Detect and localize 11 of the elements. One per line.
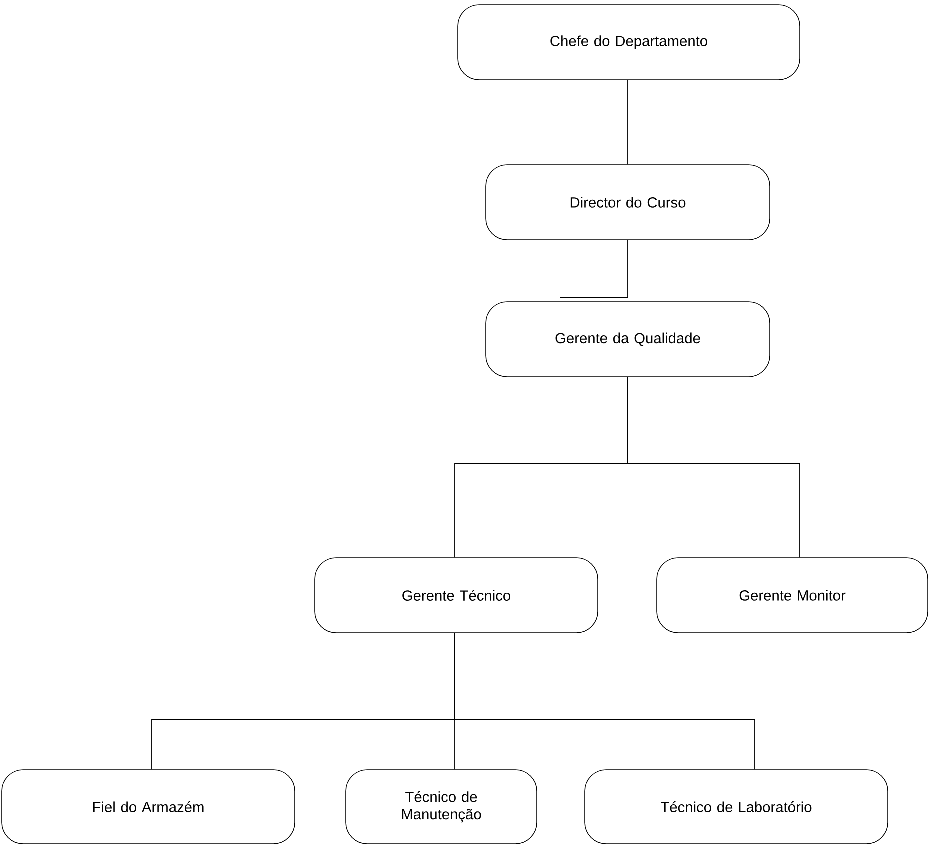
org-box: Técnico de Manutenção — [346, 770, 538, 844]
org-box: Fiel do Armazém — [2, 770, 296, 844]
connector-line — [454, 632, 756, 770]
org-box: Gerente da Qualidade — [486, 302, 770, 378]
org-box: Gerente Monitor — [656, 558, 928, 634]
connector-line — [560, 240, 628, 298]
org-box: Director do Curso — [486, 164, 770, 240]
org-box: Técnico de Laboratório — [584, 770, 888, 844]
org-box: Chefe do Departamento — [458, 4, 800, 80]
org-box: Gerente Técnico — [314, 558, 598, 634]
connector-line — [628, 376, 800, 558]
